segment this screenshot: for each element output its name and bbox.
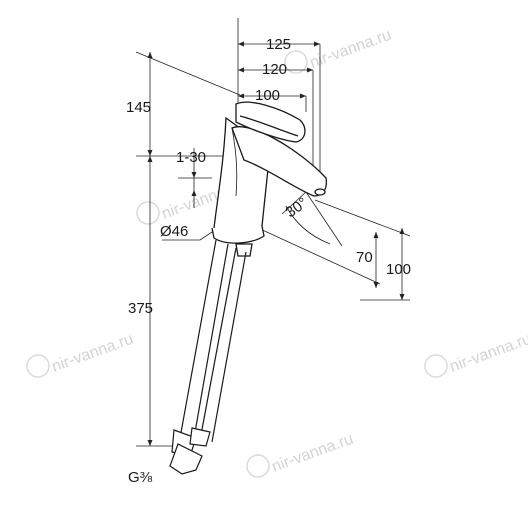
dim-100-right-label: 100 — [386, 261, 411, 278]
faucet-body — [211, 101, 328, 257]
dim-375-label: 375 — [128, 300, 153, 317]
dim-145-label: 145 — [126, 99, 151, 116]
watermark-logo-4: nir-vanna.ru — [424, 331, 528, 378]
mounting-base — [211, 225, 265, 244]
dim-70-label: 70 — [356, 249, 373, 266]
watermark-text-4: nir-vanna.ru — [448, 331, 528, 376]
dimension-lines — [135, 18, 411, 447]
dim-d46-label: Ø46 — [160, 223, 188, 240]
watermark-logo-1: nir-vanna.ru — [284, 27, 394, 74]
aerator-outlet — [314, 188, 326, 196]
dim-120-label: 120 — [262, 61, 287, 78]
dim-100-top-label: 100 — [255, 87, 280, 104]
dim-30deg-label: 30° — [283, 194, 311, 221]
dimension-labels: 125 120 100 145 1-30 Ø46 375 30° 70 100 … — [126, 36, 411, 486]
watermark-logo-3: nir-vanna.ru — [26, 331, 136, 378]
watermark-text-1: nir-vanna.ru — [308, 27, 394, 72]
mounting-nut — [235, 243, 253, 257]
watermark-text-5: nir-vanna.ru — [270, 431, 356, 476]
watermark-logo-5: nir-vanna.ru — [246, 431, 356, 478]
supply-hoses — [169, 239, 247, 475]
watermark-text-3: nir-vanna.ru — [50, 331, 136, 376]
dim-1-30-label: 1-30 — [176, 149, 206, 166]
arrowheads — [147, 41, 405, 446]
thread-g38-label: G⅜ — [128, 469, 153, 486]
dim-125-label: 125 — [266, 36, 291, 53]
